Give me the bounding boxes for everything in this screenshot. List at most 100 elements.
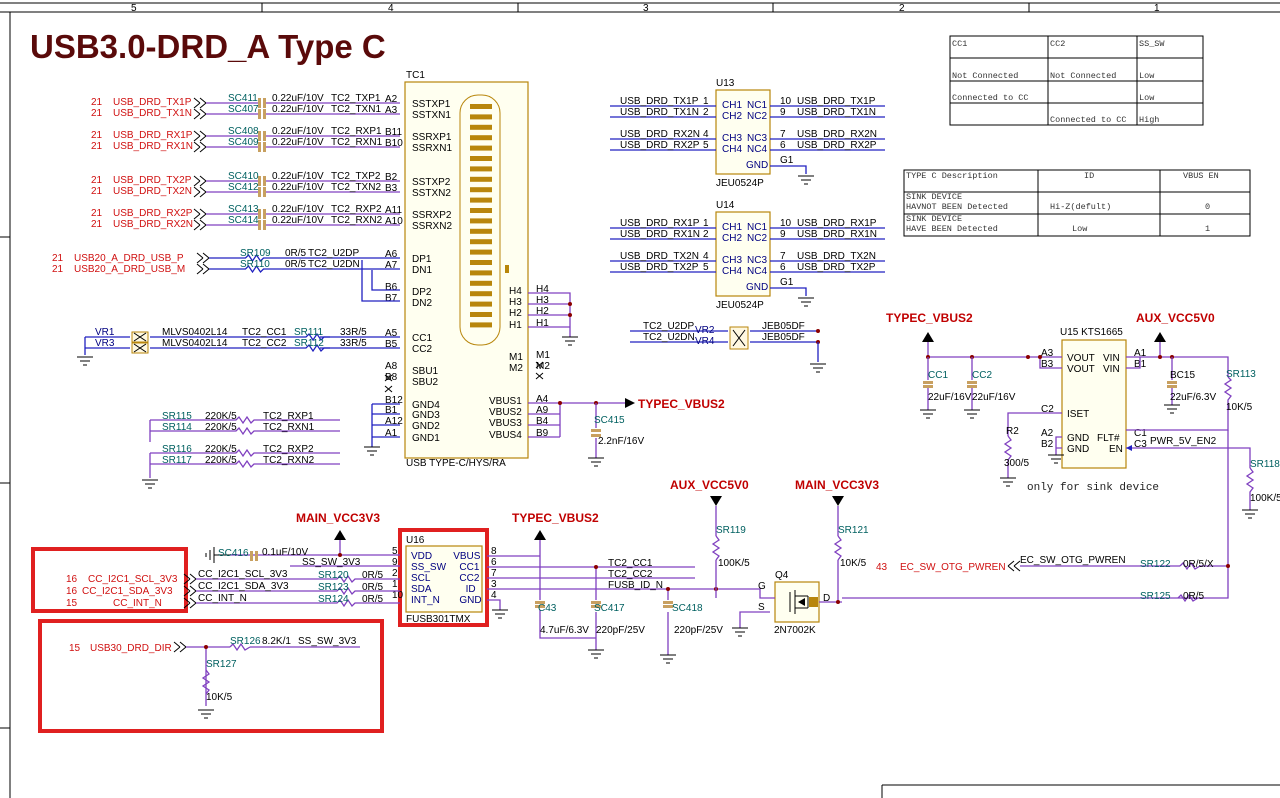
contact-finger — [470, 280, 492, 286]
tc1-pin-number: M2 — [536, 361, 550, 372]
capacitor-plate — [263, 98, 266, 108]
ground-symbol — [364, 446, 380, 456]
i2c-page: 15 — [66, 598, 78, 609]
tc1-part: USB TYPE-C/HYS/RA — [406, 458, 506, 469]
ss-cap-value: 0.22uF/10V — [272, 126, 324, 137]
tc1-pin-number: B1 — [385, 405, 398, 416]
tc1-pin-number: A12 — [385, 416, 403, 427]
table-cell: Low — [1072, 224, 1088, 234]
bc15-value: 22uF/6.3V — [1170, 392, 1216, 403]
u16-ref: U16 — [406, 535, 425, 546]
tc1-pin-name: DP2 — [412, 287, 432, 298]
esd-right-net: USB_DRD_RX2N — [797, 129, 877, 140]
sr121-value: 10K/5 — [840, 558, 867, 569]
contact-finger — [470, 218, 492, 224]
i2c-net: CC_I2C1_SDA_3V3 — [82, 586, 173, 597]
tc1-pin-name: SSRXP1 — [412, 132, 452, 143]
capacitor-plate — [263, 109, 266, 119]
tc1-ref: TC1 — [406, 70, 425, 81]
i2c-res-ref: SR120 — [318, 570, 349, 581]
vbus-net-label: TYPEC_VBUS2 — [638, 397, 725, 411]
esd-nc: NC1 — [747, 100, 767, 111]
resistor — [209, 264, 300, 274]
sr125-ref: SR125 — [1140, 591, 1171, 602]
ss-page: 21 — [91, 141, 103, 152]
esd-right-pin: 10 — [780, 96, 792, 107]
sc418-value: 220pF/25V — [674, 625, 723, 636]
i2c-res-value: 0R/5 — [362, 570, 384, 581]
ss-page: 21 — [91, 175, 103, 186]
jeb-ref: VR2 — [695, 325, 715, 336]
ss-page: 21 — [91, 130, 103, 141]
ss-net: USB_DRD_RX1P — [113, 130, 193, 141]
ss-cap-ref: SC412 — [228, 182, 259, 193]
u16-pin-number: 8 — [491, 546, 497, 557]
sc415-ref: SC415 — [594, 415, 625, 426]
table-cell: High — [1139, 115, 1159, 125]
ground-symbol — [810, 363, 826, 373]
table-header: SS_SW — [1139, 39, 1165, 49]
tc1-pin-number: B11 — [385, 127, 402, 138]
tc1-pin-number: B6 — [385, 282, 398, 293]
usb2-page: 21 — [52, 264, 64, 275]
wire — [133, 343, 147, 353]
r2-value: 300/5 — [1004, 458, 1029, 469]
esd-nc: NC4 — [747, 144, 767, 155]
esd-channel: CH4 — [722, 266, 742, 277]
contact-finger — [470, 156, 492, 161]
tc1-pin-name: SBU2 — [412, 377, 439, 388]
table-cell: Connected to CC — [952, 93, 1029, 103]
capacitor-plate — [258, 220, 261, 230]
u15-pin-name: GND — [1067, 444, 1089, 455]
rx-res-value: 220K/5 — [205, 411, 237, 422]
tc1-pin-name: VBUS3 — [489, 418, 522, 429]
u15-pin-number: A2 — [1041, 428, 1054, 439]
ss-cap-ref: SC410 — [228, 171, 259, 182]
zone-label: 1 — [1154, 3, 1160, 14]
resistor — [312, 586, 380, 596]
cc-tc-net: TC2_CC1 — [242, 327, 287, 338]
u15-pin-name: ISET — [1067, 409, 1089, 420]
ss-net: USB_DRD_TX1N — [113, 108, 192, 119]
cc1-net: TC2_CC1 — [608, 558, 653, 569]
esd-right-net: USB_DRD_TX2N — [797, 251, 876, 262]
u16-type-c-controller: U16 FUSB301TMX VDD5SS_SW9SCL2SDA1INT_N10… — [205, 511, 770, 664]
zone-label: 2 — [899, 3, 905, 14]
u15-pin-name: VIN — [1103, 353, 1120, 364]
ss-cap-ref: SC411 — [228, 93, 258, 104]
sr118-value: 100K/5 — [1250, 493, 1280, 504]
u15-pin-number: C3 — [1134, 439, 1147, 450]
resistor — [312, 598, 380, 608]
table-cell: Low — [1139, 93, 1155, 103]
u16-pin-number: 1 — [392, 579, 398, 590]
usb2-res-value: 0R/5 — [285, 248, 307, 259]
esd-right-net: USB_DRD_TX2P — [797, 262, 876, 273]
u16-pin-name: CC2 — [459, 573, 479, 584]
tc1-pin-number: B7 — [385, 293, 398, 304]
esd-right-net: USB_DRD_RX1N — [797, 229, 877, 240]
offpage-connector — [193, 175, 207, 187]
tc1-pin-number: B10 — [385, 138, 403, 149]
offpage-connector — [193, 108, 207, 120]
u15-out-flag: TYPEC_VBUS2 — [886, 311, 973, 325]
offpage-connector — [196, 252, 210, 264]
u15-pin-number: B3 — [1041, 359, 1054, 370]
cc2-net: TC2_CC2 — [608, 569, 653, 580]
contact-finger — [470, 301, 492, 307]
tc1-pin-number: A6 — [385, 249, 398, 260]
tc1-pin-name: SSRXN2 — [412, 221, 452, 232]
capacitor-plate — [263, 131, 266, 141]
table-header: TYPE C Description — [906, 171, 998, 181]
sc417-ref: SC417 — [594, 603, 625, 614]
i2c-res-value: 0R/5 — [362, 582, 384, 593]
usb2-page: 21 — [52, 253, 64, 264]
contact-finger — [470, 114, 492, 120]
tc1-pin-number: H1 — [536, 318, 549, 329]
zone-label: 5 — [131, 3, 137, 14]
tc1-pin-number: A2 — [385, 94, 398, 105]
sc417-value: 220pF/25V — [596, 625, 645, 636]
capacitor-plate — [258, 187, 261, 197]
